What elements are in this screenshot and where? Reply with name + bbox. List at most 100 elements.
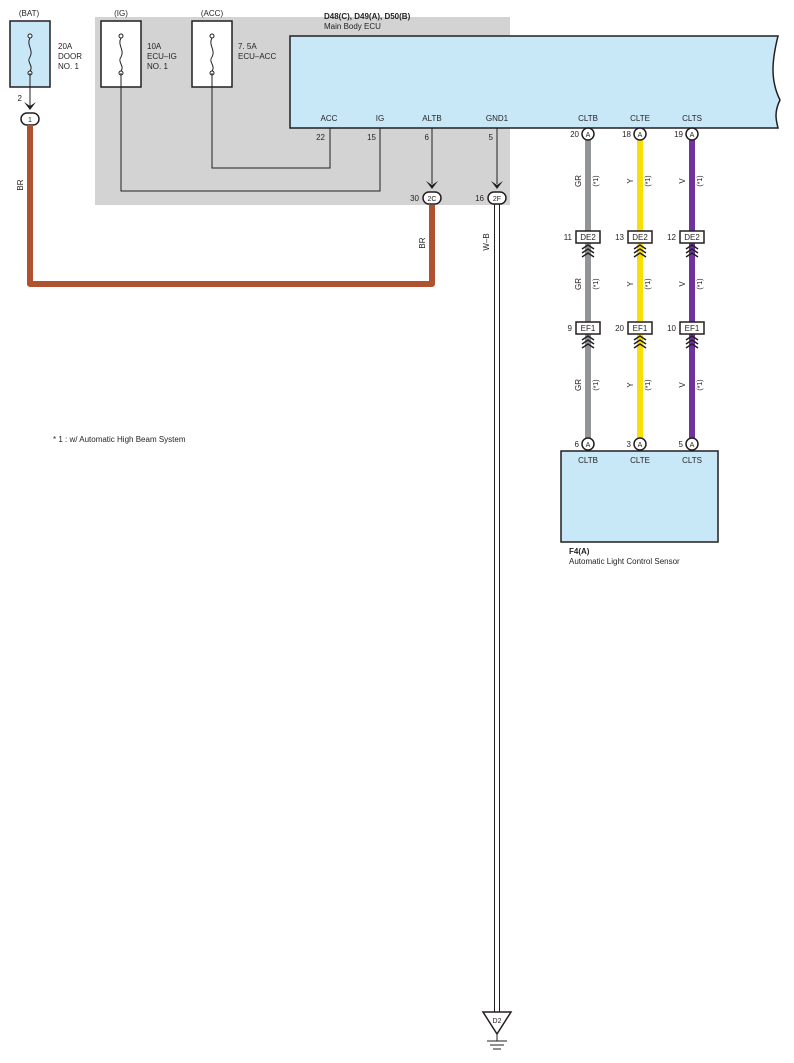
ecu-terminal-clte: CLTE xyxy=(630,114,650,123)
svg-text:9: 9 xyxy=(568,324,573,333)
fuse-door-no1: (BAT) 20A DOOR NO. 1 xyxy=(9,9,82,88)
svg-text:10: 10 xyxy=(667,324,676,333)
svg-text:CLTB: CLTB xyxy=(578,456,598,465)
fuse-ig-source: (IG) xyxy=(114,9,128,18)
sensor-connector-cltb: A 6 xyxy=(575,437,595,451)
ground-d2-label: D2 xyxy=(493,1018,502,1025)
svg-text:V: V xyxy=(678,178,687,184)
sensor-box xyxy=(560,450,719,543)
wire-y xyxy=(637,140,643,443)
svg-text:V: V xyxy=(678,382,687,388)
ecu-connector-clts: A 19 xyxy=(674,127,699,141)
bat-connector-label: 1 xyxy=(28,117,32,124)
svg-text:(*1): (*1) xyxy=(697,278,704,289)
fuse-ig-element xyxy=(119,37,123,72)
svg-text:12: 12 xyxy=(667,233,676,242)
wire-gr xyxy=(585,140,591,443)
wire-br-label-right: BR xyxy=(418,237,427,248)
wire-v xyxy=(689,140,695,443)
svg-text:(*1): (*1) xyxy=(593,379,600,390)
ecu-terminal-altb: ALTB xyxy=(422,114,441,123)
ecu-pin-ig: 15 xyxy=(367,133,376,142)
fuse-ecu-ig-no1: (IG) 10A ECU–IG NO. 1 xyxy=(100,9,177,88)
ecu-connector-clte: A 18 xyxy=(622,127,647,141)
svg-text:(*1): (*1) xyxy=(645,278,652,289)
svg-text:20: 20 xyxy=(570,130,579,139)
svg-text:A: A xyxy=(638,442,643,449)
fuse-acc-name1: ECU–ACC xyxy=(238,52,276,61)
svg-text:(*1): (*1) xyxy=(593,278,600,289)
fuse-ig-rating: 10A xyxy=(147,42,162,51)
fuse-bat-source: (BAT) xyxy=(19,9,40,18)
fuse-ig-name1: ECU–IG xyxy=(147,52,177,61)
junction-2f-label: 2F xyxy=(493,196,501,203)
sensor-connector-clts: A 5 xyxy=(679,437,699,451)
svg-text:EF1: EF1 xyxy=(581,324,596,333)
svg-text:A: A xyxy=(586,132,591,139)
svg-text:A: A xyxy=(690,442,695,449)
svg-text:3: 3 xyxy=(627,440,632,449)
automatic-light-control-sensor: CLTB CLTE CLTS F4(A) Automatic Light Con… xyxy=(560,450,719,566)
svg-text:A: A xyxy=(690,132,695,139)
sensor-id: F4(A) xyxy=(569,547,590,556)
svg-text:DE2: DE2 xyxy=(684,233,700,242)
svg-text:DE2: DE2 xyxy=(580,233,596,242)
svg-text:A: A xyxy=(586,442,591,449)
svg-text:EF1: EF1 xyxy=(633,324,648,333)
ecu-terminal-clts: CLTS xyxy=(682,114,702,123)
ecu-connector-cltb: A 20 xyxy=(570,127,595,141)
svg-text:GR: GR xyxy=(574,278,583,290)
svg-text:(*1): (*1) xyxy=(645,175,652,186)
junction-2f-pin: 16 xyxy=(475,194,484,203)
bat-connector-pin: 2 xyxy=(18,94,23,103)
wire-wb-label: W–B xyxy=(482,233,491,250)
main-body-ecu: D48(C), D49(A), D50(B) Main Body ECU ACC… xyxy=(289,12,781,142)
ecu-box xyxy=(289,35,781,129)
svg-text:CLTE: CLTE xyxy=(630,456,650,465)
wire-labels-seg2: GR (*1) Y (*1) V (*1) xyxy=(574,278,704,290)
fuse-ig-name2: NO. 1 xyxy=(147,62,168,71)
wire-br xyxy=(27,125,435,287)
svg-text:GR: GR xyxy=(574,175,583,187)
fuse-bat-rating: 20A xyxy=(58,42,73,51)
ecu-name: Main Body ECU xyxy=(324,22,381,31)
sensor-name: Automatic Light Control Sensor xyxy=(569,557,680,566)
bat-connector: 2 1 xyxy=(18,73,40,126)
fuse-bat-element xyxy=(28,37,32,72)
connector-de2-gr: DE2 11 xyxy=(564,230,601,258)
svg-text:(*1): (*1) xyxy=(645,379,652,390)
wire-labels-seg3: GR (*1) Y (*1) V (*1) xyxy=(574,379,704,391)
ecu-pin-gnd1: 5 xyxy=(489,133,494,142)
svg-text:(*1): (*1) xyxy=(697,175,704,186)
junction-2f: 2F 16 xyxy=(475,181,507,205)
fuse-bat-name2: NO. 1 xyxy=(58,62,79,71)
wire-acc xyxy=(211,73,331,169)
connector-ef1-gr: EF1 9 xyxy=(568,321,601,349)
svg-text:GR: GR xyxy=(574,379,583,391)
svg-text:Y: Y xyxy=(626,382,635,388)
footnote: * 1 : w/ Automatic High Beam System xyxy=(53,435,186,444)
connector-ef1-y: EF1 20 xyxy=(615,321,653,349)
ecu-terminal-acc: ACC xyxy=(321,114,338,123)
connector-ef1-v: EF1 10 xyxy=(667,321,705,349)
svg-text:19: 19 xyxy=(674,130,683,139)
junction-2c-pin: 30 xyxy=(410,194,419,203)
svg-text:CLTS: CLTS xyxy=(682,456,702,465)
junction-2c-label: 2C xyxy=(428,196,437,203)
bat-connector-arrow xyxy=(24,102,36,110)
svg-text:EF1: EF1 xyxy=(685,324,700,333)
fuse-ecu-acc: (ACC) 7. 5A ECU–ACC xyxy=(191,9,276,88)
svg-text:(*1): (*1) xyxy=(697,379,704,390)
fuse-acc-rating: 7. 5A xyxy=(238,42,257,51)
svg-text:18: 18 xyxy=(622,130,631,139)
ecu-terminal-cltb: CLTB xyxy=(578,114,598,123)
connector-de2-v: DE2 12 xyxy=(667,230,705,258)
svg-text:A: A xyxy=(638,132,643,139)
svg-text:11: 11 xyxy=(564,233,573,242)
ecu-ids: D48(C), D49(A), D50(B) xyxy=(324,12,411,21)
junction-2c: 2C 30 xyxy=(410,181,442,205)
wire-ig xyxy=(120,73,381,192)
svg-text:Y: Y xyxy=(626,281,635,287)
ecu-terminal-ig: IG xyxy=(376,114,384,123)
